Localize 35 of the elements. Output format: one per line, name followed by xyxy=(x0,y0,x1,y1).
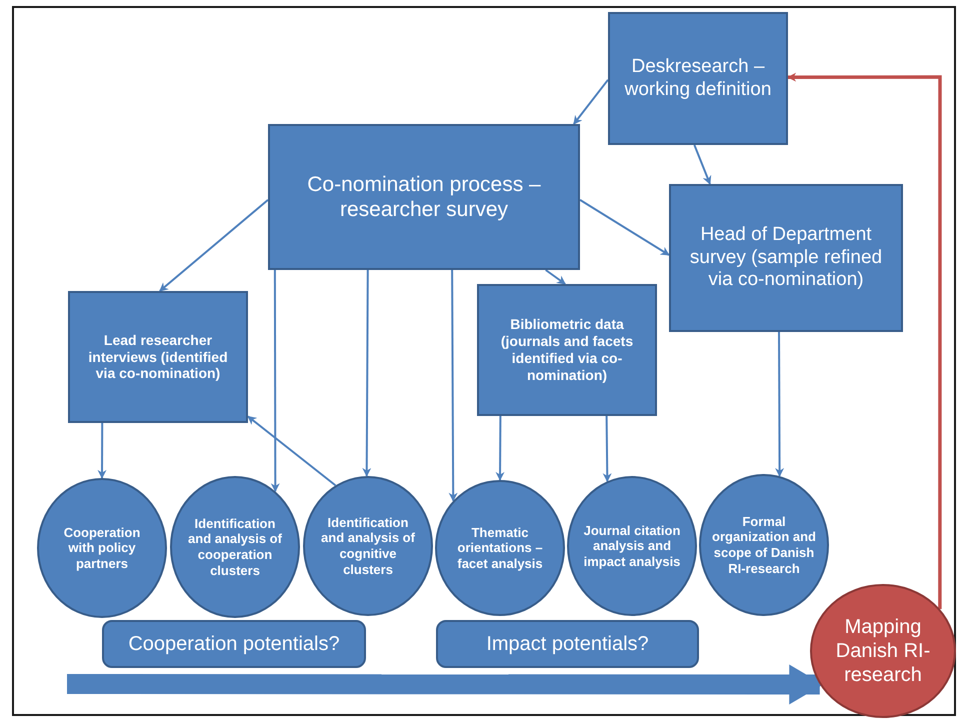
node-label: Co-nomination process – researcher survey xyxy=(306,172,542,222)
node-label: Impact potentials? xyxy=(486,632,649,656)
rounded-banner xyxy=(436,620,699,668)
node-label: Identification and analysis of cooperation clusters xyxy=(187,516,283,578)
node-label: Head of Department survey (sample refined via co-nomination) xyxy=(688,224,884,292)
arrow xyxy=(98,423,107,479)
process-box xyxy=(608,12,788,145)
arrow xyxy=(775,332,784,477)
node-label: Mapping Danish RI-research xyxy=(834,615,932,687)
arrow xyxy=(496,416,505,481)
node-label: Formal organization and scope of Danish RI-research xyxy=(711,514,817,576)
arrow xyxy=(270,270,280,492)
node-label: Cooperation potentials? xyxy=(128,632,340,656)
arrow xyxy=(448,270,458,502)
arrow xyxy=(787,72,942,610)
arrow xyxy=(693,144,712,185)
arrow xyxy=(602,416,612,482)
rounded-banner xyxy=(102,620,366,668)
process-box xyxy=(268,124,580,270)
node-label: Bibliometric data (journals and facets identified via co-nomination) xyxy=(500,316,634,384)
arrow xyxy=(159,199,269,292)
process-box xyxy=(68,291,248,423)
arrow xyxy=(247,416,336,486)
node-label: Thematic orientations – facet analysis xyxy=(456,524,544,572)
node-label: Identification and analysis of cognitive clusters xyxy=(320,514,416,578)
node-label: Journal citation analysis and impact analysis xyxy=(582,522,682,570)
arrow xyxy=(362,270,372,477)
process-box xyxy=(477,284,657,416)
arrow xyxy=(545,269,566,285)
node-label: Lead researcher interviews (identified via co-nomination) xyxy=(87,332,229,382)
node-label: Deskresearch – working definition xyxy=(624,56,772,102)
node-label: Cooperation with policy partners xyxy=(62,524,142,572)
arrow xyxy=(579,199,670,256)
process-box xyxy=(669,184,903,332)
arrow xyxy=(573,79,609,125)
